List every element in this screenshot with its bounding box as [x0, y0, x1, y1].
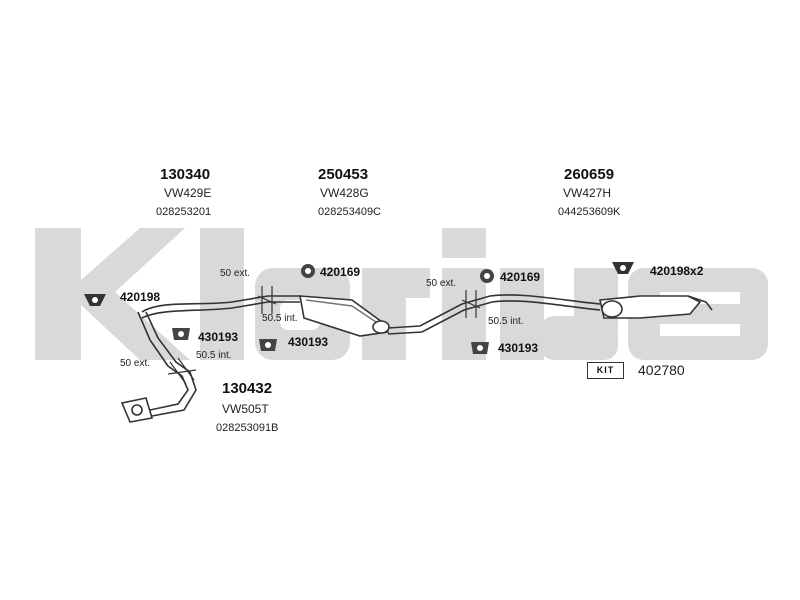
section-3-oem: 044253609K — [558, 206, 621, 218]
clamp-2-label: 430193 — [288, 335, 329, 349]
ring-1-label: 420169 — [320, 265, 361, 279]
clamp-icon — [471, 342, 489, 354]
clamp-1-label: 430193 — [198, 330, 239, 344]
rubber-mount-rear-icon — [612, 262, 634, 274]
section-1-ref: VW429E — [164, 186, 212, 200]
section-2-oem: 028253409C — [318, 206, 382, 218]
rubber-mount-label: 420198 — [120, 290, 161, 304]
ring-icon — [301, 264, 315, 278]
section-4-ref: VW505T — [222, 402, 269, 416]
kit-part-no: 402780 — [638, 362, 685, 378]
joint-3-int-label: 50.5 int. — [196, 350, 232, 361]
section-1-part-no: 130340 — [160, 166, 211, 183]
rear-silencer — [489, 294, 713, 319]
joint-1-marker — [257, 286, 277, 314]
section-2-ref: VW428G — [320, 186, 369, 200]
clamp-3-label: 430193 — [498, 341, 539, 355]
joint-1-int-label: 50.5 int. — [262, 313, 298, 324]
klarius-watermark-logo — [35, 228, 768, 360]
section-2-part-no: 250453 — [318, 166, 369, 183]
joint-2-marker — [461, 290, 481, 318]
joint-3-marker — [167, 357, 197, 385]
section-4-part-no: 130432 — [222, 380, 273, 397]
clamp-icon — [259, 339, 277, 351]
section-4-oem: 028253091B — [216, 422, 279, 434]
ring-2-label: 420169 — [500, 270, 541, 284]
joint-2-ext-label: 50 ext. — [426, 278, 457, 289]
joint-2-int-label: 50.5 int. — [488, 316, 524, 327]
front-pipe — [120, 311, 197, 423]
section-1-oem: 028253201 — [156, 206, 212, 218]
ring-icon — [480, 269, 494, 283]
kit-badge: KIT — [587, 362, 624, 379]
section-3-part-no: 260659 — [564, 166, 615, 183]
clamp-icon — [172, 328, 190, 340]
middle-silencer — [141, 295, 493, 337]
rubber-mount-icon — [84, 294, 106, 306]
joint-3-ext-label: 50 ext. — [120, 358, 151, 369]
section-3-ref: VW427H — [563, 186, 612, 200]
joint-1-ext-label: 50 ext. — [220, 268, 251, 279]
rubber-mount-rear-label: 420198x2 — [650, 264, 704, 278]
